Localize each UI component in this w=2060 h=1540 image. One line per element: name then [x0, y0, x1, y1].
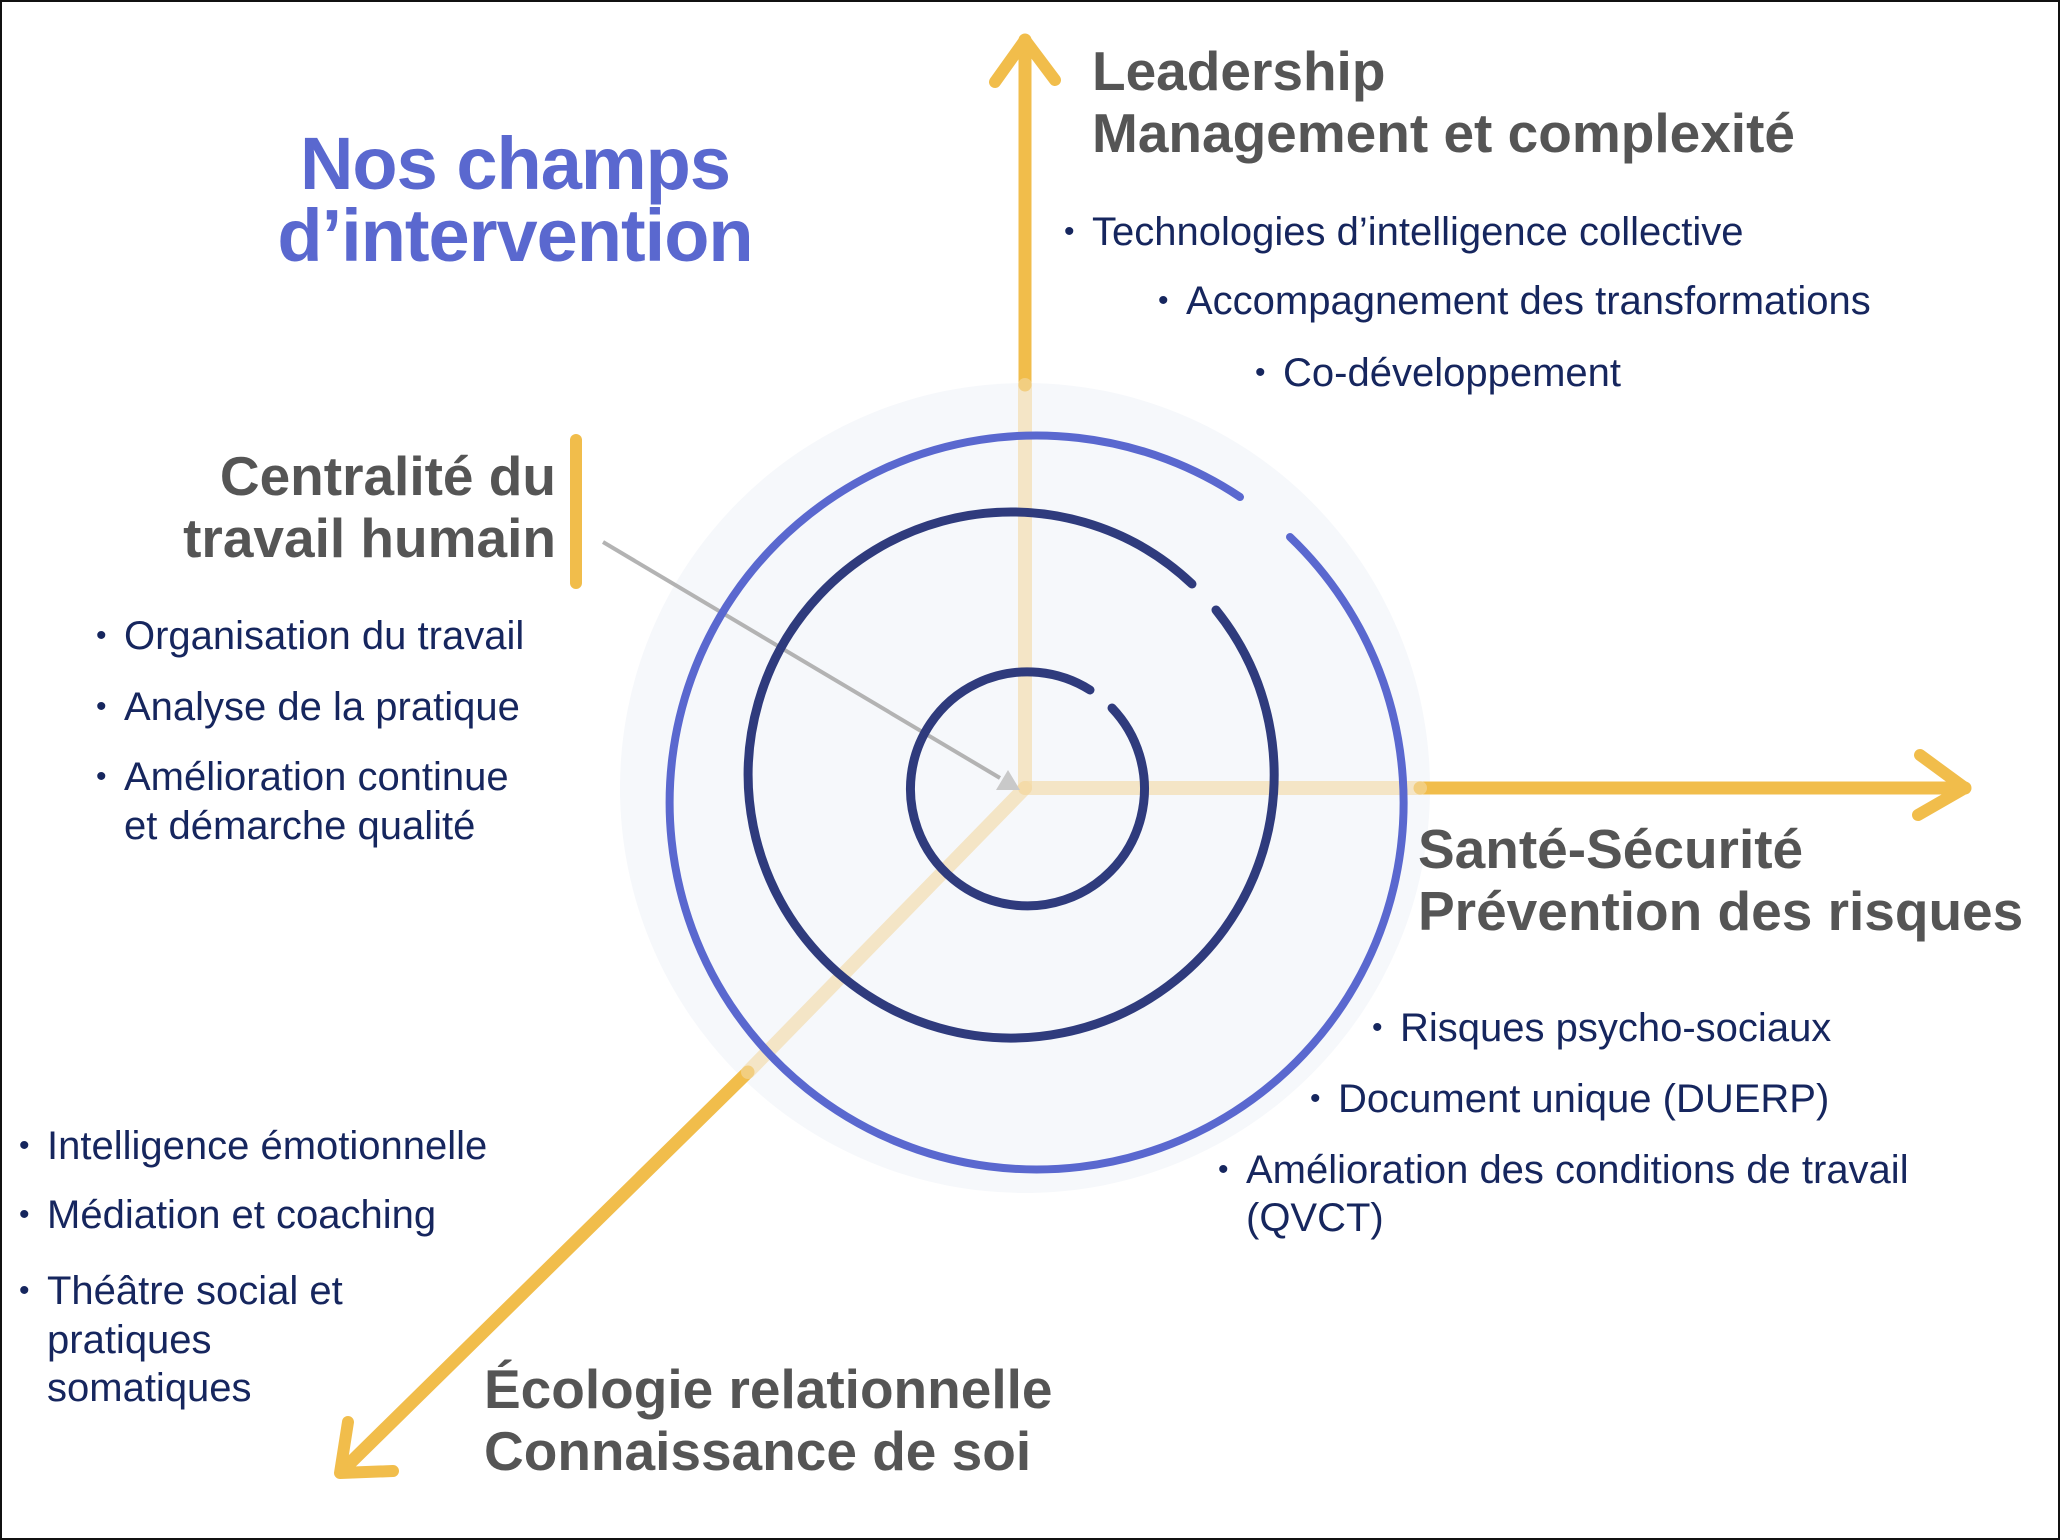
axis-up-arrowhead	[989, 34, 1061, 88]
ecologie-item: • Intelligence émotionnelle	[19, 1122, 488, 1170]
sante-item: • Amélioration des conditions de travail	[1218, 1146, 1909, 1194]
centralite-item-text: et démarche qualité	[124, 804, 476, 848]
pointer-line	[601, 540, 1002, 780]
inner-ring	[905, 667, 1149, 911]
bullet: •	[1372, 1011, 1383, 1044]
leadership-item-text: Accompagnement des transformations	[1186, 279, 1871, 323]
axis-lines	[334, 33, 1972, 1479]
centralite-item-text: Organisation du travail	[124, 614, 525, 658]
outer-ring	[665, 431, 1408, 1174]
inner-axis-lines	[741, 378, 1427, 1079]
leadership-heading-line-2: Management et complexité	[1092, 102, 1795, 164]
sante-item: • Risques psycho-sociaux	[1372, 1004, 1832, 1052]
centralite-item-text: Analyse de la pratique	[124, 685, 520, 729]
ecologie-heading: Écologie relationnelle Connaissance de s…	[484, 1358, 1052, 1482]
ecologie-item: • Médiation et coaching	[19, 1191, 437, 1239]
axis-downleft-arrowhead	[334, 1416, 399, 1479]
middle-ring	[743, 507, 1279, 1043]
bullet: •	[1064, 215, 1075, 248]
bullet: •	[96, 760, 107, 793]
sante-item-text: Amélioration des conditions de travail	[1246, 1148, 1909, 1192]
bullet: •	[1218, 1153, 1229, 1186]
center-marker	[996, 770, 1020, 790]
sante-item: • Document unique (DUERP)	[1310, 1075, 1830, 1123]
centralite-item: • Amélioration continue	[96, 753, 509, 801]
title-line-2: d’intervention	[277, 194, 753, 277]
leadership-item: • Co-développement	[1255, 349, 1621, 397]
ecologie-item-text: pratiques	[47, 1318, 212, 1362]
ecologie-item-text: Médiation et coaching	[47, 1193, 437, 1237]
title-line-1: Nos champs	[299, 122, 731, 205]
axis-right-arrowhead	[1912, 749, 1971, 821]
leadership-item: • Technologies d’intelligence collective	[1064, 208, 1744, 256]
leadership-item-text: Technologies d’intelligence collective	[1092, 210, 1744, 254]
ecologie-item-continuation: somatiques	[47, 1364, 252, 1412]
leadership-heading: Leadership Management et complexité	[1092, 40, 1795, 164]
bullet: •	[1255, 356, 1266, 389]
sante-heading-line-2: Prévention des risques	[1418, 880, 2024, 942]
bullet: •	[96, 690, 107, 723]
sante-item-text: (QVCT)	[1246, 1196, 1384, 1240]
ecologie-heading-line-1: Écologie relationnelle	[484, 1358, 1053, 1420]
centralite-item: • Analyse de la pratique	[96, 683, 520, 731]
centralite-item-continuation: et démarche qualité	[124, 802, 475, 850]
sante-heading-line-1: Santé-Sécurité	[1418, 818, 1804, 880]
bullet: •	[1158, 284, 1169, 317]
sante-item-text: Document unique (DUERP)	[1338, 1077, 1830, 1121]
bullet: •	[1310, 1082, 1321, 1115]
page-title: Nos champs d’intervention	[190, 122, 840, 277]
ecologie-item: • Théâtre social et	[19, 1267, 343, 1315]
centralite-heading-line-2: travail humain	[183, 507, 556, 569]
ecologie-heading-line-2: Connaissance de soi	[484, 1420, 1032, 1482]
ecologie-item-continuation: pratiques	[47, 1316, 212, 1364]
centralite-heading-line-1: Centralité du	[219, 445, 556, 507]
sante-heading: Santé-Sécurité Prévention des risques	[1418, 818, 2023, 942]
centralite-heading: Centralité du travail humain	[183, 445, 556, 569]
bullet: •	[19, 1274, 30, 1307]
bullet: •	[19, 1198, 30, 1231]
sante-item-text: Risques psycho-sociaux	[1400, 1006, 1832, 1050]
ecologie-item-text: Intelligence émotionnelle	[47, 1124, 488, 1168]
axis-downleft-line	[338, 1065, 755, 1475]
centralite-item: • Organisation du travail	[96, 612, 525, 660]
centralite-item-text: Amélioration continue	[124, 755, 509, 799]
inner-axis-downleft	[741, 781, 1032, 1079]
leadership-item-text: Co-développement	[1283, 351, 1621, 395]
sante-item-continuation: (QVCT)	[1246, 1194, 1384, 1242]
bullet: •	[19, 1129, 30, 1162]
bullet: •	[96, 619, 107, 652]
ecologie-item-text: Théâtre social et	[47, 1269, 343, 1313]
leadership-heading-line-1: Leadership	[1092, 40, 1386, 102]
ecologie-item-text: somatiques	[47, 1366, 252, 1410]
leadership-item: • Accompagnement des transformations	[1158, 277, 1871, 325]
